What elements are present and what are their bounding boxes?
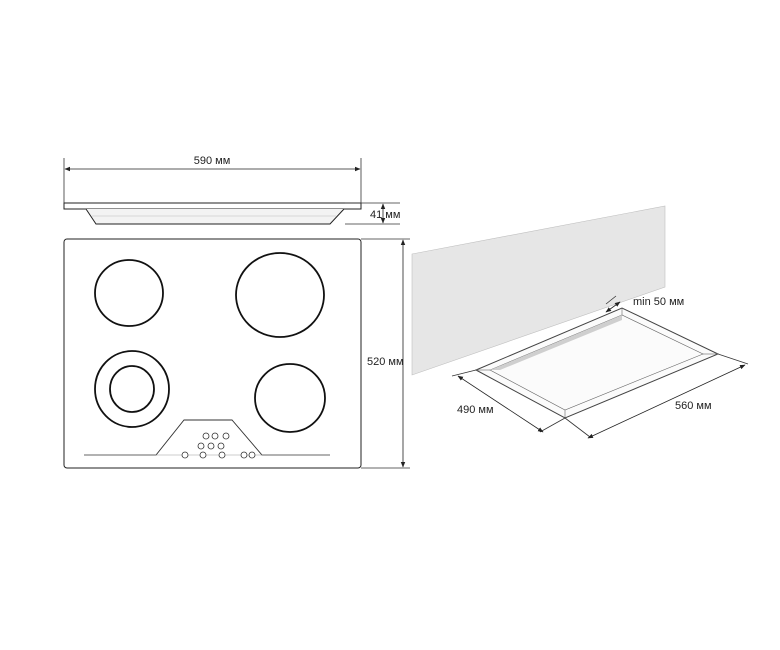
clearance-dimension-line <box>605 301 621 313</box>
cutout-width-dimension-line <box>587 364 746 439</box>
cutout-width-label: 560 мм <box>675 400 712 412</box>
width-label: 590 мм <box>194 155 231 167</box>
touch-button-icon <box>218 451 226 459</box>
clearance-label: min 50 мм <box>633 296 684 308</box>
burner-bottom-left-outer <box>94 350 170 428</box>
depth-label: 520 мм <box>367 356 404 368</box>
lock-button-icon <box>240 451 248 459</box>
burner-top-left <box>94 259 164 327</box>
burner-bottom-left-inner <box>109 365 155 413</box>
touch-button-icon <box>222 432 230 440</box>
hob-side-view: 590 мм 41 мм <box>63 155 400 225</box>
touch-button-icon <box>199 451 207 459</box>
wall <box>411 205 666 376</box>
touch-button-icon <box>197 442 205 450</box>
touch-button-icon <box>207 442 215 450</box>
cutout-depth-dimension-line <box>457 375 544 433</box>
power-button-icon <box>181 451 189 459</box>
touch-button-icon <box>211 432 219 440</box>
control-panel <box>181 432 256 459</box>
cutout-depth-label: 490 мм <box>457 404 494 416</box>
burner-bottom-right <box>254 363 326 433</box>
hob-top-view: 520 мм <box>63 238 410 469</box>
timer-button-icon <box>248 451 256 459</box>
touch-button-icon <box>217 442 225 450</box>
touch-button-icon <box>202 432 210 440</box>
burner-top-right <box>235 252 325 338</box>
countertop-cutout-view: min 50 мм 490 мм 560 мм <box>411 205 749 439</box>
height-label: 41 мм <box>370 209 400 221</box>
